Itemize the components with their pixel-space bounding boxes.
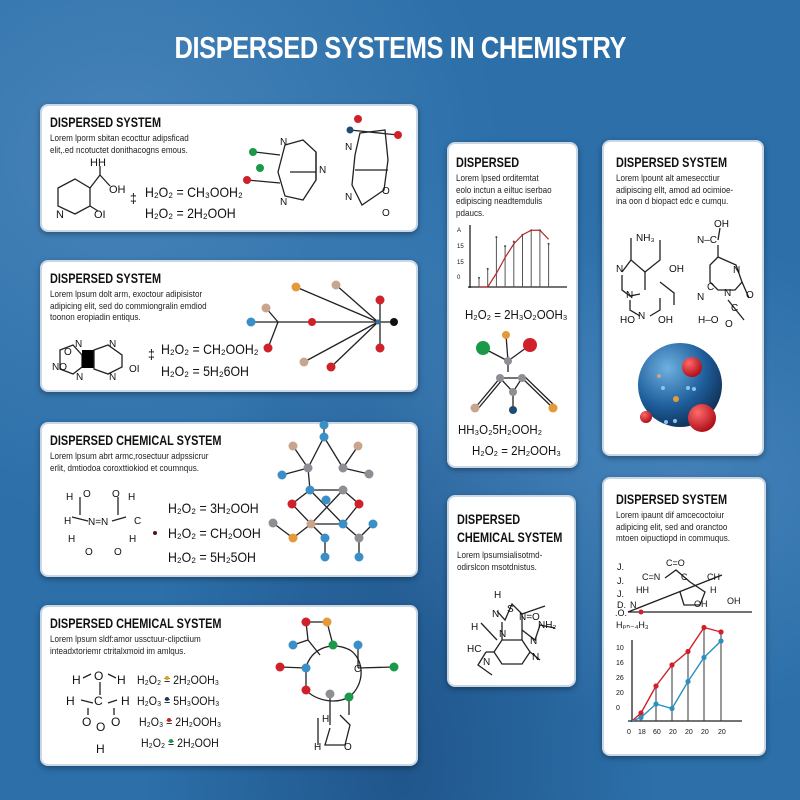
card-heading-line2: CHEMICAL SYSTEM [457, 529, 563, 545]
equation: H₂O₂ = 3H₂OOH [168, 500, 259, 516]
card-dispersed-chemical-system-2: DISPERSED CHEMICAL SYSTEM Lorem lpsum sl… [40, 605, 418, 766]
equation: HH₃O₂5H₂OOH₂ [458, 422, 543, 437]
equation: H₂O₂ = 2H₂OOH [141, 736, 219, 750]
card-heading: DISPERSED [457, 511, 521, 527]
equation: H₂O₂ = 2H₂OOH₃ [137, 673, 220, 687]
card-dispersed-system-2: DISPERSED SYSTEM Lorem lpsum dolt arm, e… [40, 260, 418, 392]
card-description: Lorem lpsum sldf:amor ussctuur-clipctiiu… [50, 634, 201, 657]
page-title: DISPERSED SYSTEMS IN CHEMISTRY [174, 30, 626, 65]
equation: H₂O₂ = 2H₃O₂OOH₃ [465, 307, 568, 322]
equation: H₂O₂ = CH₃OOH₂ [145, 184, 243, 200]
card-heading: DISPERSED CHEMICAL SYSTEM [50, 615, 222, 631]
card-dispersed-system-3: DISPERSED SYSTEM Lorem lpount alt amesec… [602, 140, 764, 456]
card-description: Lorem lpsum dolt arm, exoctour adipisist… [50, 289, 207, 323]
card-dispersed-chemical-system-3: DISPERSED CHEMICAL SYSTEM Lorem lpsumsia… [447, 495, 576, 687]
equation: H₂O₃ = 5H₃OOH₃ [137, 694, 220, 708]
card-heading: DISPERSED SYSTEM [50, 114, 162, 130]
equation: H₂O₂ = 5H₂5OH [168, 549, 256, 565]
card-dispersed-system-1: DISPERSED SYSTEM Lorem lporm sbitan ecoc… [40, 104, 418, 232]
card-heading: DISPERSED SYSTEM [616, 154, 728, 170]
card-description: Lorem lpsum abrt armc,rosectuur adpssicr… [50, 451, 209, 474]
equation: H₂O₂ = 5H₂6OH [161, 363, 249, 379]
equation: H₂O₂ = 2H₂OOH₃ [472, 443, 561, 458]
card-heading: DISPERSED [456, 154, 520, 170]
card-heading: DISPERSED SYSTEM [616, 491, 728, 507]
equation: H₂O₂ = CH₂OOH₂ [161, 341, 259, 357]
card-dispersed-chemical-system-1: DISPERSED CHEMICAL SYSTEM Lorem lpsum ab… [40, 422, 418, 577]
card-heading: DISPERSED CHEMICAL SYSTEM [50, 432, 222, 448]
card-description: Lorem lpsumsialisotmd-odirslcon msotdnis… [457, 550, 543, 573]
equation: H₂O₂ = 2H₂OOH [145, 205, 236, 221]
plus-sign: ‡ [130, 190, 137, 206]
equation: H₂O₃ = 2H₂OOH₃ [139, 715, 222, 729]
card-dispersed-system-chart: DISPERSED SYSTEM Lorem ipaunt dif amceco… [602, 477, 766, 756]
plus-sign: ‡ [148, 346, 155, 362]
card-heading: DISPERSED SYSTEM [50, 270, 162, 286]
equation: H₂O₂ = CH₂OOH [168, 525, 261, 541]
